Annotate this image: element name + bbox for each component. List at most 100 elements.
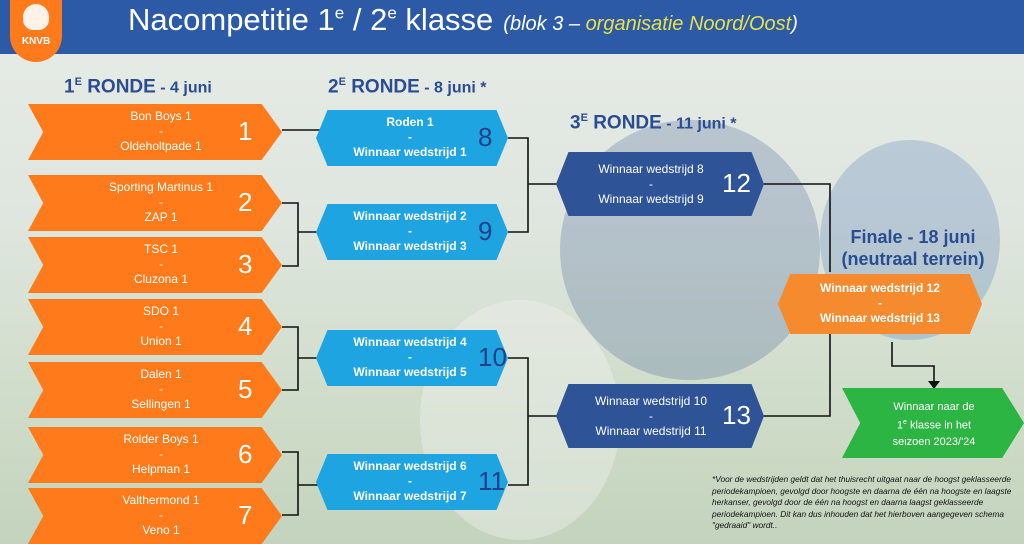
winner-text: Winnaar naar de 1e klasse in het seizoen… (864, 399, 1004, 450)
match-teams: Valthermond 1-Veno 1 (48, 493, 274, 538)
match-number: 10 (478, 342, 507, 372)
home-team: Rolder Boys 1 (123, 432, 199, 446)
away-team: Sellingen 1 (131, 397, 191, 411)
match-number: 9 (478, 216, 493, 246)
arrow-head (928, 381, 940, 389)
round-sup: E (74, 76, 82, 88)
connector-line (282, 202, 320, 267)
home-team: Winnaar wedstrijd 10 (594, 394, 708, 408)
away-team: Winnaar wedstrijd 13 (820, 311, 940, 325)
subtitle-part: (blok 3 – (503, 13, 586, 35)
round-date: - 8 juni * (419, 79, 487, 97)
away-team: Winnaar wedstrijd 5 (353, 365, 467, 379)
subtitle-highlight: organisatie Noord/Oost (585, 13, 792, 35)
match-6: Rolder Boys 1-Helpman 1 6 (28, 427, 282, 483)
round3-title: 3E RONDE - 11 juni * (570, 112, 737, 134)
connector-line (282, 451, 320, 516)
match-number: 1 (238, 116, 253, 146)
round1-title: 1E RONDE - 4 juni (64, 76, 212, 98)
round-label: RONDE (345, 76, 420, 98)
match-1: Bon Boys 1-Oldeholtpade 1 1 (28, 104, 282, 160)
away-team: Cluzona 1 (133, 272, 189, 286)
title-part: klasse (396, 2, 494, 37)
winner-box: Winnaar naar de 1e klasse in het seizoen… (842, 388, 1024, 458)
connector-line (282, 326, 320, 391)
home-team: Winnaar wedstrijd 8 (598, 162, 704, 176)
separator: - (159, 319, 163, 333)
separator: - (408, 350, 412, 364)
round-label: RONDE (81, 76, 156, 98)
match-number: 3 (238, 249, 253, 279)
header-bar: Nacompetitie 1e / 2e klasse(blok 3 – org… (0, 0, 1024, 54)
match-teams: Roden 1-Winnaar wedstrijd 1 (330, 115, 490, 160)
connector-line (508, 137, 558, 233)
match-number: 4 (238, 311, 253, 341)
match-number: 11 (478, 466, 505, 496)
separator: - (408, 474, 412, 488)
match-8: Roden 1-Winnaar wedstrijd 1 8 (316, 110, 508, 166)
connector-line (891, 342, 935, 384)
match-number: 6 (238, 439, 253, 469)
match-2: Sporting Martinus 1-ZAP 1 2 (28, 175, 282, 231)
match-teams: TSC 1-Cluzona 1 (48, 242, 274, 287)
logo-text: KNVB (21, 36, 51, 47)
match-teams: Winnaar wedstrijd 6-Winnaar wedstrijd 7 (330, 459, 490, 504)
winner-part: klasse in het (906, 419, 972, 432)
title-part: Nacompetitie 1 (128, 2, 335, 37)
match-teams: SDO 1-Union 1 (48, 304, 274, 349)
match-number: 5 (238, 374, 253, 404)
winner-line: Winnaar naar de (893, 401, 975, 413)
match-number: 7 (238, 500, 253, 530)
home-team: SDO 1 (142, 304, 179, 318)
home-team: Valthermond 1 (122, 493, 200, 507)
home-team: Bon Boys 1 (130, 109, 192, 123)
round2-title: 2E RONDE - 8 juni * (328, 76, 487, 98)
round-label: RONDE (587, 112, 662, 134)
separator: - (408, 130, 412, 144)
match-teams: Winnaar wedstrijd 8-Winnaar wedstrijd 9 (576, 162, 726, 207)
home-team: Winnaar wedstrijd 4 (353, 335, 467, 349)
match-number: 2 (238, 187, 253, 217)
separator: - (159, 124, 163, 138)
round-number: 2 (328, 76, 339, 98)
separator: - (878, 296, 882, 310)
match-13: Winnaar wedstrijd 10-Winnaar wedstrijd 1… (556, 384, 764, 448)
away-team: Helpman 1 (131, 462, 191, 476)
separator: - (159, 447, 163, 461)
match-5: Dalen 1-Sellingen 1 5 (28, 362, 282, 418)
round-sup: E (580, 112, 588, 124)
round-date: - 4 juni (155, 79, 212, 97)
match-number: 8 (478, 122, 493, 152)
match-4: SDO 1-Union 1 4 (28, 299, 282, 355)
match-number: 13 (722, 400, 751, 430)
match-10: Winnaar wedstrijd 4-Winnaar wedstrijd 5 … (316, 330, 508, 386)
winner-line: seizoen 2023/'24 (892, 435, 976, 448)
match-3: TSC 1-Cluzona 1 3 (28, 237, 282, 293)
separator: - (159, 508, 163, 522)
home-team: TSC 1 (143, 242, 178, 256)
separator: - (159, 195, 163, 209)
winner-line: 1e klasse in het (864, 415, 1004, 434)
connector-line (762, 183, 831, 272)
home-team: Roden 1 (386, 115, 434, 129)
away-team: ZAP 1 (144, 210, 178, 224)
home-team: Sporting Martinus 1 (108, 180, 214, 194)
match-teams: Winnaar wedstrijd 2-Winnaar wedstrijd 3 (330, 209, 490, 254)
subtitle-part: ) (791, 13, 798, 35)
connector-line (508, 357, 558, 486)
separator: - (408, 224, 412, 238)
away-team: Union 1 (140, 334, 182, 348)
page-title: Nacompetitie 1e / 2e klasse(blok 3 – org… (128, 2, 798, 38)
separator: - (649, 177, 653, 191)
match-7: Valthermond 1-Veno 1 7 (28, 488, 282, 544)
away-team: Winnaar wedstrijd 9 (598, 192, 704, 206)
away-team: Winnaar wedstrijd 11 (595, 424, 707, 438)
final-match: Winnaar wedstrijd 12-Winnaar wedstrijd 1… (778, 274, 982, 334)
match-teams: Sporting Martinus 1-ZAP 1 (48, 180, 274, 225)
round-number: 3 (570, 112, 581, 134)
final-title: Finale - 18 juni (neutraal terrein) (828, 226, 998, 270)
home-team: Winnaar wedstrijd 2 (353, 209, 467, 223)
match-teams: Bon Boys 1-Oldeholtpade 1 (48, 109, 274, 154)
round-date: - 11 juni * (661, 115, 737, 133)
